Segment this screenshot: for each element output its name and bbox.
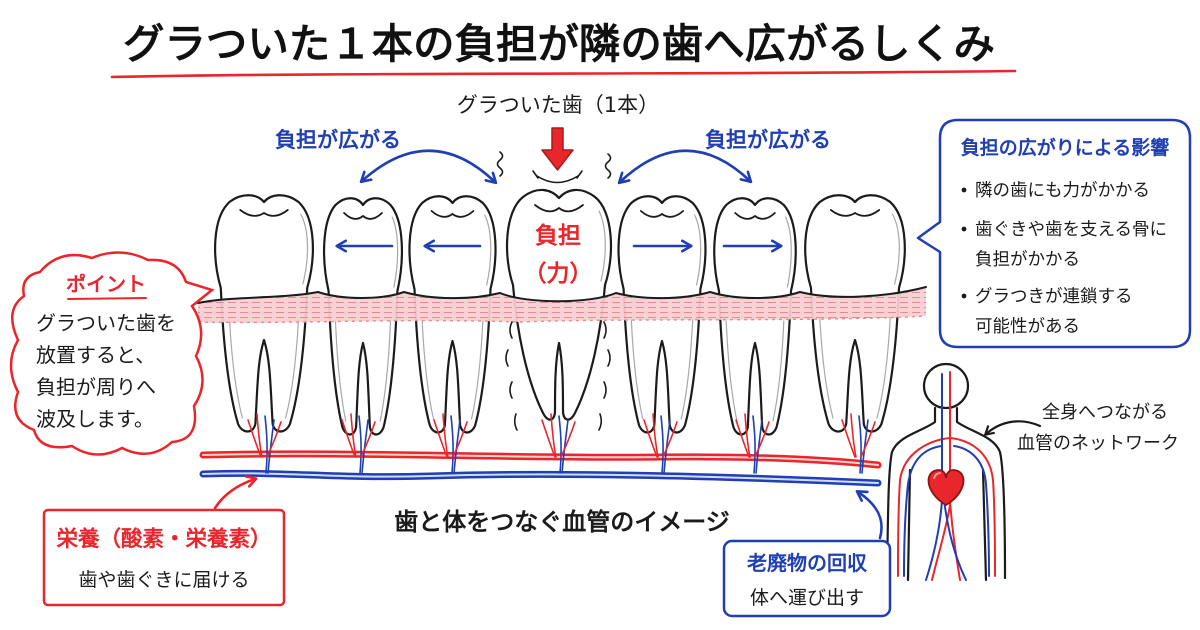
heart-highlight [933,472,941,479]
bullet-dot [961,226,967,232]
point-line: 放置すると、 [36,343,155,367]
waste-arrow-icon [855,489,883,540]
spread-label-left: 負担が広がる [275,128,401,152]
waste-box: 老廃物の回収 体へ運び出す [722,539,892,618]
shake-marks-root [505,321,611,431]
waste-text: 体へ運び出す [750,587,864,609]
bullet-dot [961,187,967,193]
loose-tooth-force-sub: （力） [524,260,593,287]
body-outline [885,406,1007,582]
vein-line [199,469,882,487]
spread-arc-left-arrow-icon [359,149,498,185]
body-figure [885,362,1007,582]
impact-bullet-cont: 可能性がある [975,317,1080,337]
artery-line [199,450,882,469]
loose-tooth-force-label: 負担 [535,222,581,249]
shake-marks-top [496,151,612,184]
vessel-caption: 歯と体をつなぐ血管のイメージ [394,508,730,536]
impact-bullet: グラつきが連鎖する [975,287,1133,307]
page-title: グラついた１本の負担が隣の歯へ広がるしくみ [123,20,995,68]
body-head [922,362,970,410]
down-arrow-icon [541,127,574,171]
body-vessels [897,371,996,581]
waste-title: 老廃物の回収 [747,551,868,575]
nutrition-title: 栄養（酸素・栄養素） [55,526,271,552]
point-heading: ポイント [66,272,146,296]
point-line: 負担が周りへ [36,375,156,399]
body-network-label-cont: 血管のネットワーク [1017,433,1179,454]
body-pointer-arrow-icon [984,420,1042,436]
title-underline [110,69,1017,79]
impact-title: 負担の広がりによる影響 [961,136,1169,159]
vessel-branch-4 [541,413,576,474]
nutrition-box: 栄養（酸素・栄養素） 歯や歯ぐきに届ける [42,508,286,607]
nutrition-text: 歯や歯ぐきに届ける [78,569,249,591]
impact-callout: 負担の広がりによる影響 隣の歯にも力がかかる 歯ぐきや歯を支える骨に 負担がかか… [916,118,1192,349]
impact-bullet: 歯ぐきや歯を支える骨に [975,220,1167,240]
point-line: グラついた歯を [36,311,176,335]
body-arms [906,468,988,582]
loose-tooth-label: グラついた歯（1本） [457,93,659,117]
point-heading-underline [67,297,147,300]
nutrition-arrow-icon [213,475,258,510]
point-line: 波及します。 [36,407,154,431]
gum-band [197,286,927,324]
spread-arc-right-arrow-icon [617,149,753,185]
point-bubble: ポイント グラついた歯を 放置すると、 負担が周りへ 波及します。 [9,251,215,456]
body-network-label: 全身へつながる [1042,402,1168,423]
impact-bullet-cont: 負担がかかる [975,250,1080,270]
impact-bullet: 隣の歯にも力がかかる [975,181,1150,201]
bullet-dot [961,293,967,299]
spread-label-right: 負担が広がる [705,128,831,152]
heart-icon [927,469,965,507]
